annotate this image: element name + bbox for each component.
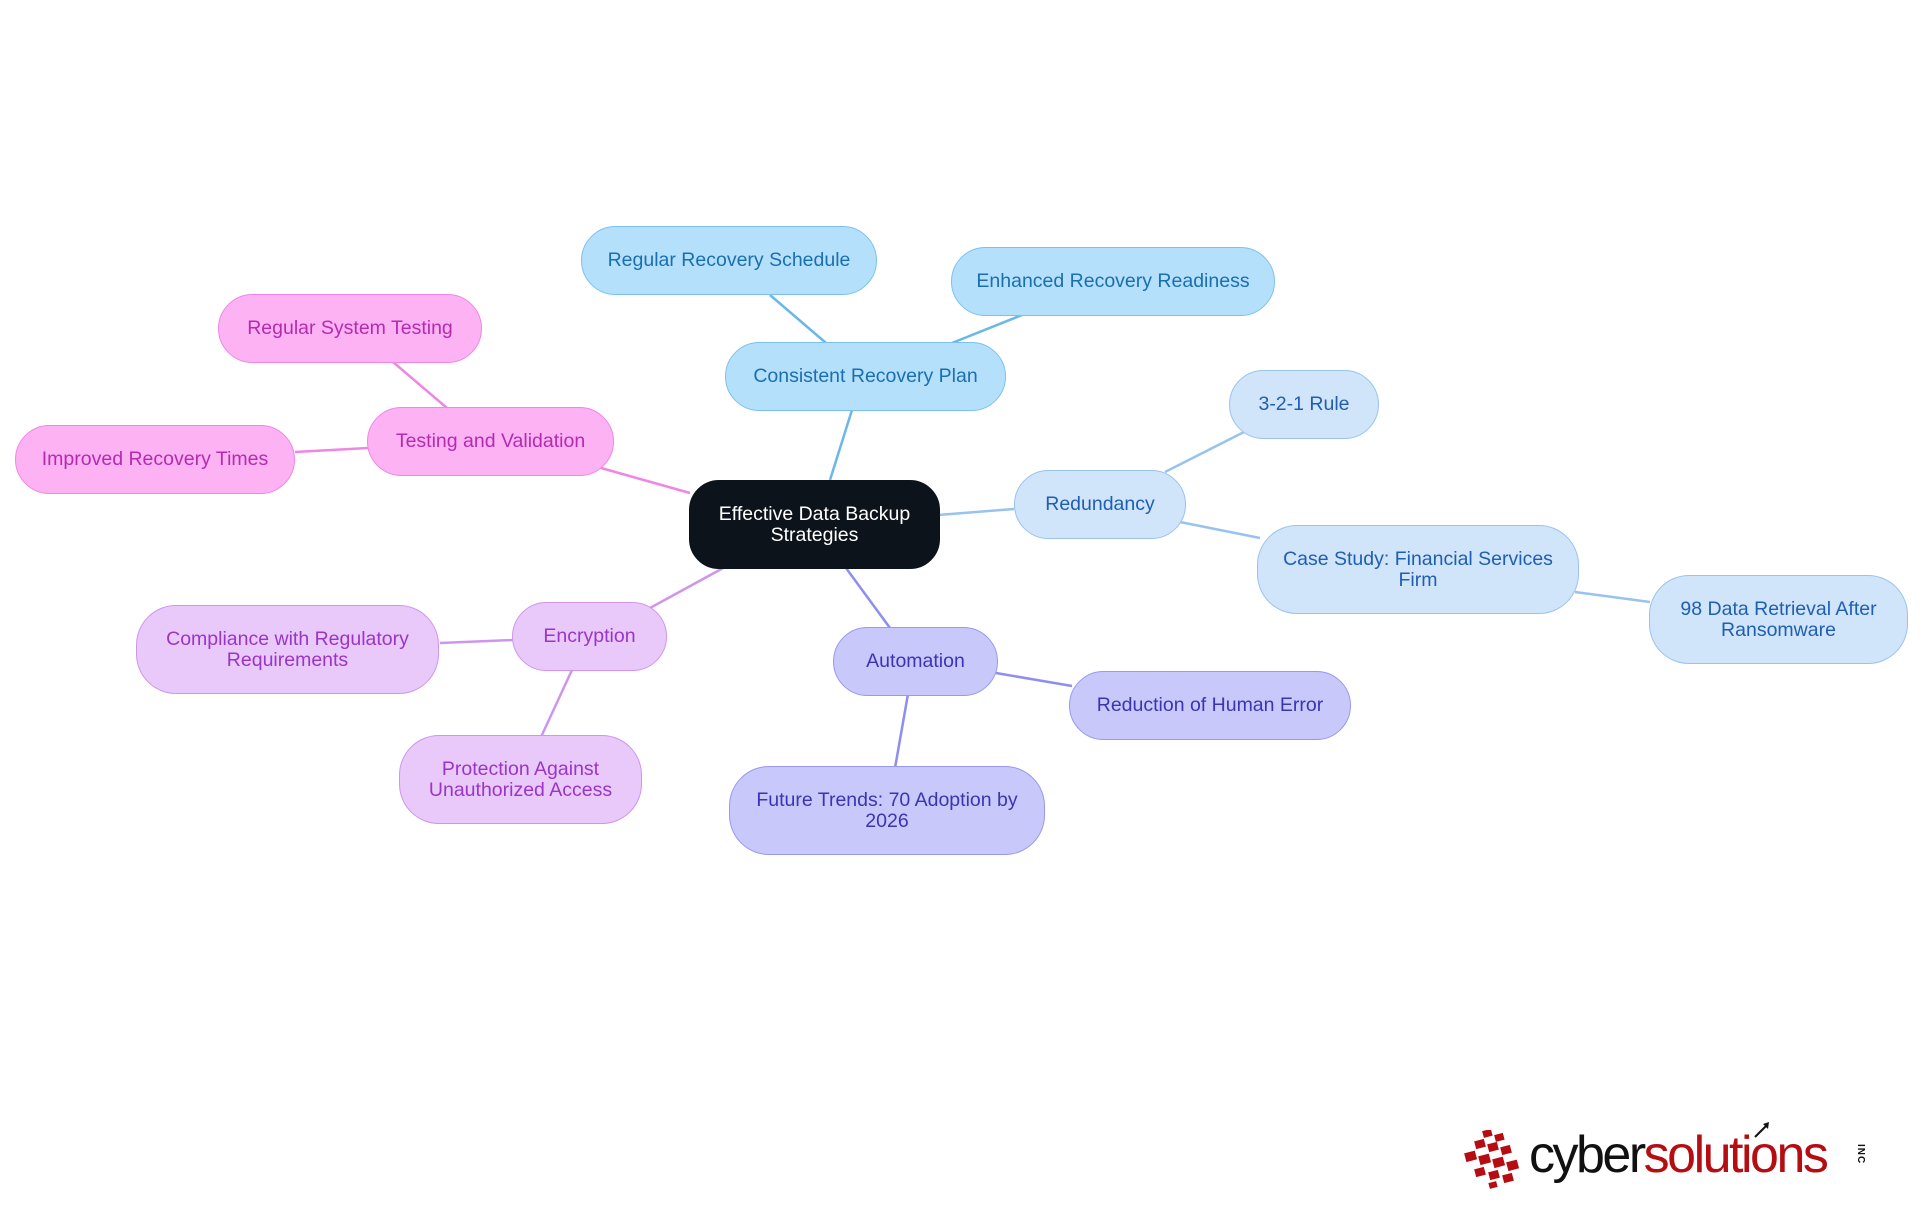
edge-automation-error: [995, 671, 1073, 688]
node-testing-and-validation: Testing and Validation: [367, 407, 614, 476]
node-protection-unauthorized-access: Protection Against Unauthorized Access: [399, 735, 642, 824]
node-encryption: Encryption: [512, 602, 667, 671]
edge-plan-readiness: [951, 313, 1023, 345]
edge-root-testing: [600, 466, 691, 495]
red-pixel-mark-icon: [1464, 1130, 1520, 1189]
node-future-trends: Future Trends: 70 Adoption by 2026: [729, 766, 1045, 855]
edge-root-encryption: [649, 565, 726, 610]
logo-word-cyber: cyber: [1529, 1126, 1646, 1184]
edge-redundancy-rule: [1164, 430, 1245, 474]
root-node: Effective Data Backup Strategies: [689, 480, 940, 569]
node-compliance-regulatory: Compliance with Regulatory Requirements: [136, 605, 439, 694]
edge-root-automation: [844, 567, 892, 629]
node-consistent-recovery-plan: Consistent Recovery Plan: [725, 342, 1006, 411]
edge-encryption-compliance: [439, 638, 514, 645]
edge-root-redundancy: [937, 507, 1015, 517]
edge-root-plan: [828, 409, 854, 481]
edge-case-retrieval: [1574, 590, 1651, 604]
edge-testing-improved: [294, 446, 369, 454]
node-enhanced-recovery-readiness: Enhanced Recovery Readiness: [951, 247, 1275, 316]
logo-word-solutions: solutions: [1643, 1126, 1829, 1184]
edge-automation-trends: [893, 693, 910, 769]
edge-plan-schedule: [769, 294, 827, 344]
node-98-data-retrieval: 98 Data Retrieval After Ransomware: [1649, 575, 1908, 664]
node-redundancy: Redundancy: [1014, 470, 1186, 539]
logo-inc-suffix: INC: [1855, 1144, 1866, 1165]
node-automation: Automation: [833, 627, 998, 696]
edge-encryption-protection: [539, 669, 574, 738]
arrow-accent-icon: [1754, 1122, 1769, 1138]
node-case-study-financial-services: Case Study: Financial Services Firm: [1257, 525, 1579, 614]
edge-redundancy-case: [1179, 520, 1261, 540]
node-reduction-of-human-error: Reduction of Human Error: [1069, 671, 1351, 740]
node-regular-recovery-schedule: Regular Recovery Schedule: [581, 226, 877, 295]
edge-testing-regular: [392, 361, 448, 409]
node-improved-recovery-times: Improved Recovery Times: [15, 425, 295, 494]
node-3-2-1-rule: 3-2-1 Rule: [1229, 370, 1379, 439]
node-regular-system-testing: Regular System Testing: [218, 294, 482, 363]
logo-wordmark: cybersolutions: [1529, 1125, 1829, 1185]
cybersolutions-logo: cybersolutions INC: [1463, 1120, 1878, 1195]
